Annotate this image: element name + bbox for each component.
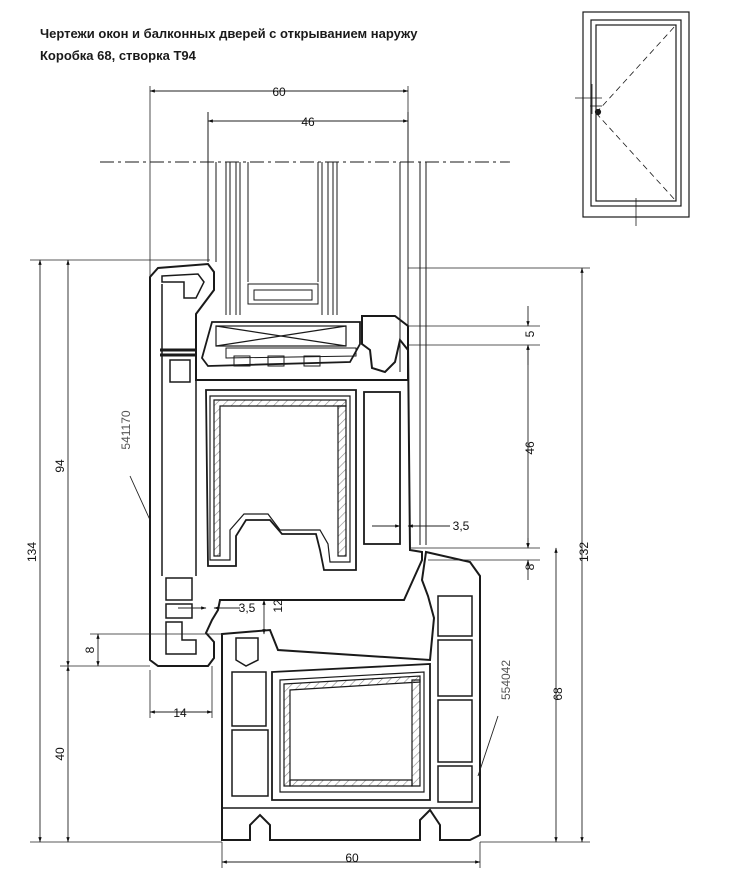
drawing-title: Чертежи окон и балконных дверей с открыв… [40, 26, 418, 41]
dim-left-step: 8 [83, 646, 97, 653]
dim-left-sash-height: 94 [53, 459, 67, 473]
dim-right-upper-gap: 5 [523, 330, 537, 337]
dim-right-glass-depth: 46 [523, 441, 537, 455]
dim-left-total-height: 134 [25, 542, 39, 562]
glazing-unit [100, 112, 510, 545]
dim-right-lower-gap: 8 [523, 563, 537, 570]
frame-profile [221, 550, 481, 841]
extension-lines [30, 86, 590, 868]
glazing-block [215, 325, 347, 347]
dim-inner-gap-right: 3,5 [453, 519, 470, 533]
dim-frame-width-top: 60 [272, 85, 286, 99]
window-elevation-icon [575, 11, 690, 226]
frame-profile-code: 554042 [499, 660, 513, 700]
dim-left-bottom-height: 40 [53, 747, 67, 761]
sash-profile-code: 541170 [119, 410, 133, 449]
dim-overlap: 12 [271, 599, 285, 613]
frame-reinforcement [279, 671, 425, 793]
dim-total-right-height: 132 [577, 542, 591, 562]
dimension-lines [38, 89, 584, 864]
sash-profile [149, 262, 423, 667]
dim-frame-height-right: 68 [551, 687, 565, 701]
sash-reinforcement [209, 395, 351, 563]
dim-frame-width-bottom: 60 [345, 851, 359, 865]
dim-sash-width-top: 46 [301, 115, 315, 129]
dim-left-offset: 14 [173, 706, 187, 720]
dim-inner-gap-left: 3,5 [239, 601, 256, 615]
drawing-subtitle: Коробка 68, створка Т94 [40, 48, 196, 63]
